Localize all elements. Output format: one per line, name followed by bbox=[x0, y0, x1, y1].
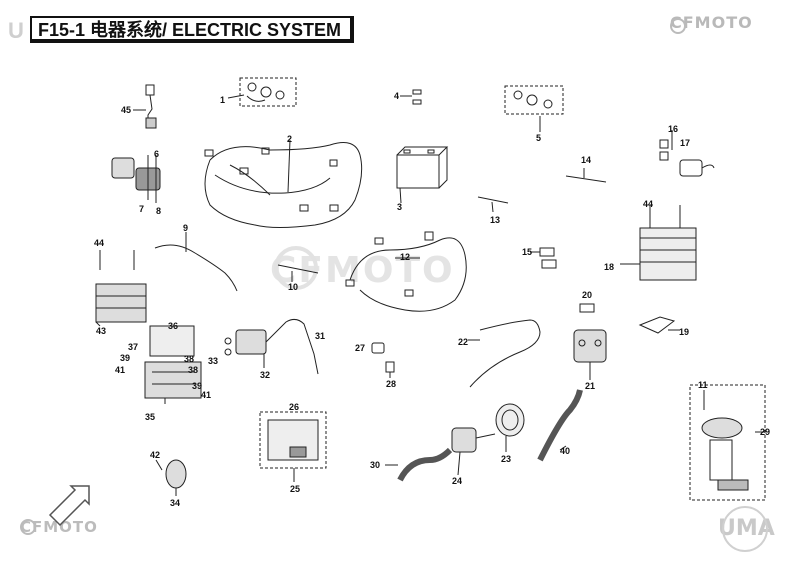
callout-15: 15 bbox=[522, 247, 532, 257]
callout-3: 3 bbox=[397, 202, 402, 212]
callout-44b: 44 bbox=[643, 199, 653, 209]
callout-43: 43 bbox=[96, 326, 106, 336]
callout-36: 36 bbox=[168, 321, 178, 331]
callout-4: 4 bbox=[394, 91, 399, 101]
callout-38a: 38 bbox=[184, 354, 194, 364]
part-6-7-8-switch bbox=[111, 155, 161, 203]
callout-9: 9 bbox=[183, 223, 188, 233]
cfmoto-logo-top: CFMOTO bbox=[670, 13, 753, 32]
callout-41a: 41 bbox=[115, 365, 125, 375]
callout-19: 19 bbox=[679, 327, 689, 337]
part-9-wire bbox=[154, 232, 238, 292]
part-12-harness bbox=[345, 231, 467, 312]
callout-5: 5 bbox=[536, 133, 541, 143]
part-16-17-relay bbox=[659, 130, 715, 177]
callout-1: 1 bbox=[220, 95, 225, 105]
uma-ring bbox=[722, 506, 768, 552]
cfmoto-ring-bottom bbox=[20, 519, 36, 535]
callout-35: 35 bbox=[145, 412, 155, 422]
callout-45: 45 bbox=[121, 105, 131, 115]
part-25-26-ecu bbox=[259, 411, 327, 482]
part-40-hose bbox=[537, 389, 583, 462]
callout-20: 20 bbox=[582, 290, 592, 300]
callout-29: 29 bbox=[760, 427, 770, 437]
callout-34: 34 bbox=[170, 498, 180, 508]
callout-31: 31 bbox=[315, 331, 325, 341]
callout-24: 24 bbox=[452, 476, 462, 486]
part-23-clamp bbox=[495, 403, 525, 452]
part-2-main-harness bbox=[204, 139, 363, 228]
callout-33: 33 bbox=[208, 356, 218, 366]
part-24-pump bbox=[451, 427, 496, 476]
callout-2: 2 bbox=[287, 134, 292, 144]
callout-21: 21 bbox=[585, 381, 595, 391]
part-31-32-33-coil bbox=[224, 318, 319, 375]
part-5-brackets bbox=[504, 85, 564, 132]
part-18-regulator bbox=[620, 205, 697, 281]
callout-30: 30 bbox=[370, 460, 380, 470]
callout-12: 12 bbox=[400, 252, 410, 262]
callout-37: 37 bbox=[128, 342, 138, 352]
callout-27: 27 bbox=[355, 343, 365, 353]
cfmoto-ring-top bbox=[670, 18, 686, 34]
part-20-21-starter-relay bbox=[573, 303, 607, 380]
front-arrow-icon bbox=[48, 485, 90, 527]
part-3-battery bbox=[396, 146, 449, 204]
part-35-41-fusebox bbox=[144, 325, 202, 404]
cfmoto-logo-bottom: CFMOTO bbox=[20, 518, 98, 536]
callout-23: 23 bbox=[501, 454, 511, 464]
callout-28: 28 bbox=[386, 379, 396, 389]
callout-8: 8 bbox=[156, 206, 161, 216]
callout-39b: 39 bbox=[192, 381, 202, 391]
page-title: F15-1 电器系统/ ELECTRIC SYSTEM bbox=[30, 16, 354, 43]
callout-39a: 39 bbox=[120, 353, 130, 363]
part-29-fuel-pump bbox=[689, 384, 766, 501]
callout-14: 14 bbox=[581, 155, 591, 165]
cfmoto-ring-watermark bbox=[274, 246, 318, 290]
part-15-clips bbox=[530, 247, 557, 269]
corner-mark: U bbox=[8, 18, 24, 43]
callout-25: 25 bbox=[290, 484, 300, 494]
part-30-hose bbox=[385, 447, 453, 482]
callout-22: 22 bbox=[458, 337, 468, 347]
callout-40: 40 bbox=[560, 446, 570, 456]
part-45-sensor bbox=[133, 84, 157, 129]
callout-26: 26 bbox=[289, 402, 299, 412]
callout-7: 7 bbox=[139, 204, 144, 214]
callout-6: 6 bbox=[154, 149, 159, 159]
callout-44a: 44 bbox=[94, 238, 104, 248]
cfmoto-watermark: CFMOTO bbox=[270, 250, 455, 291]
callout-38b: 38 bbox=[188, 365, 198, 375]
part-10-wire bbox=[277, 264, 319, 282]
part-13-14-ties bbox=[477, 168, 607, 213]
part-43-44-module bbox=[95, 250, 147, 327]
callout-18: 18 bbox=[604, 262, 614, 272]
callout-13: 13 bbox=[490, 215, 500, 225]
part-19-bracket bbox=[638, 316, 680, 334]
callout-41b: 41 bbox=[201, 390, 211, 400]
part-27-28-sensor bbox=[371, 342, 395, 378]
part-4-screws bbox=[400, 89, 422, 105]
callout-10: 10 bbox=[288, 282, 298, 292]
part-22-wire bbox=[468, 319, 541, 388]
callout-17: 17 bbox=[680, 138, 690, 148]
callout-42: 42 bbox=[150, 450, 160, 460]
part-34-horn bbox=[155, 459, 187, 496]
part-1-brackets bbox=[227, 77, 297, 107]
callout-32: 32 bbox=[260, 370, 270, 380]
callout-16: 16 bbox=[668, 124, 678, 134]
callout-11: 11 bbox=[698, 380, 708, 390]
